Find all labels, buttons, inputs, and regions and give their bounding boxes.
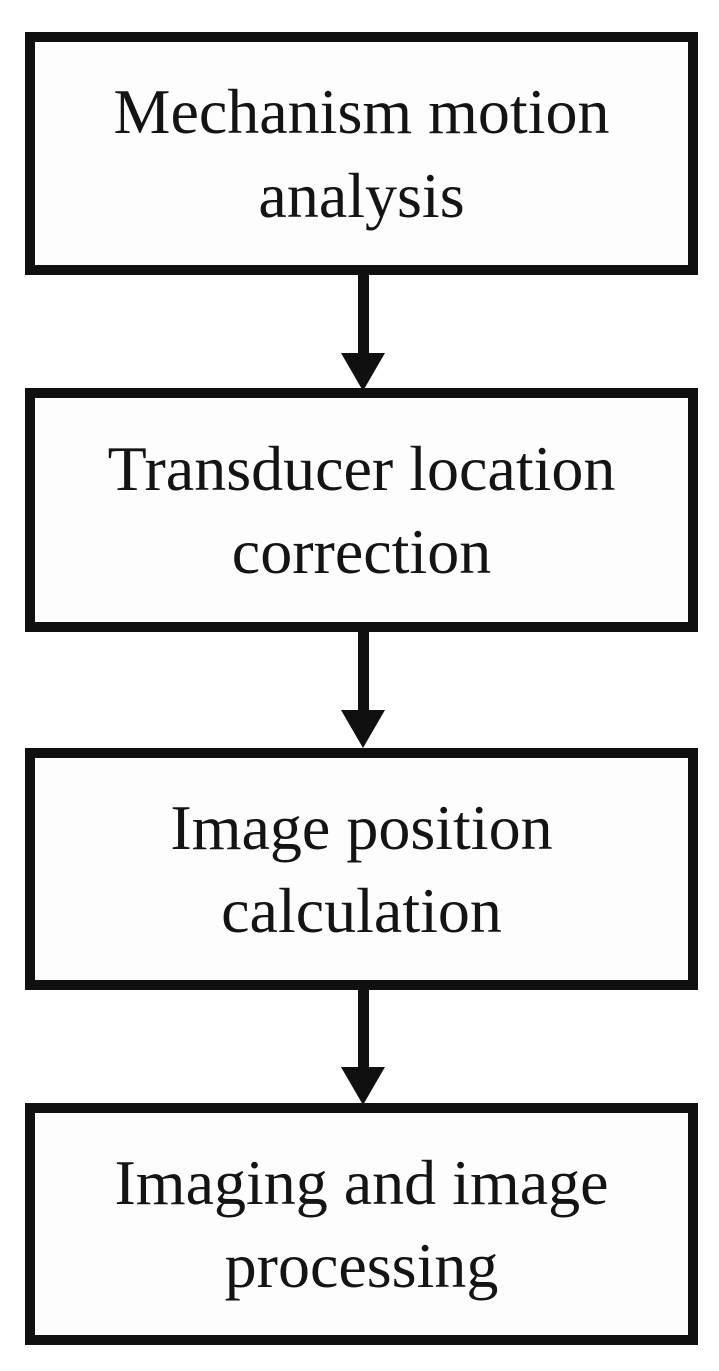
arrow-shaft (357, 273, 369, 353)
arrow-down-icon (341, 273, 385, 391)
arrow-shaft (357, 988, 369, 1067)
arrow-head (341, 710, 385, 748)
arrow-down-icon (341, 630, 385, 748)
node-label-line: Transducer location (107, 432, 616, 504)
flow-node-mechanism-motion-analysis: Mechanism motion analysis (25, 32, 698, 275)
node-label-line: calculation (221, 875, 502, 946)
node-label-line: analysis (258, 159, 465, 231)
arrow-head (341, 1067, 385, 1105)
node-label-line: Imaging and image (114, 1146, 609, 1218)
flow-node-image-position-calculation: Image position calculation (25, 748, 698, 990)
node-label-line: processing (224, 1230, 499, 1301)
node-label-line: correction (231, 516, 492, 587)
arrow-shaft (357, 630, 369, 710)
flow-node-imaging-and-image-processing: Imaging and image processing (25, 1103, 698, 1345)
arrow-down-icon (341, 988, 385, 1105)
arrow-head (341, 353, 385, 391)
node-label-line: Image position (170, 791, 553, 863)
node-label-line: Mechanism motion (113, 76, 610, 148)
flow-node-transducer-location-correction: Transducer location correction (25, 388, 698, 632)
